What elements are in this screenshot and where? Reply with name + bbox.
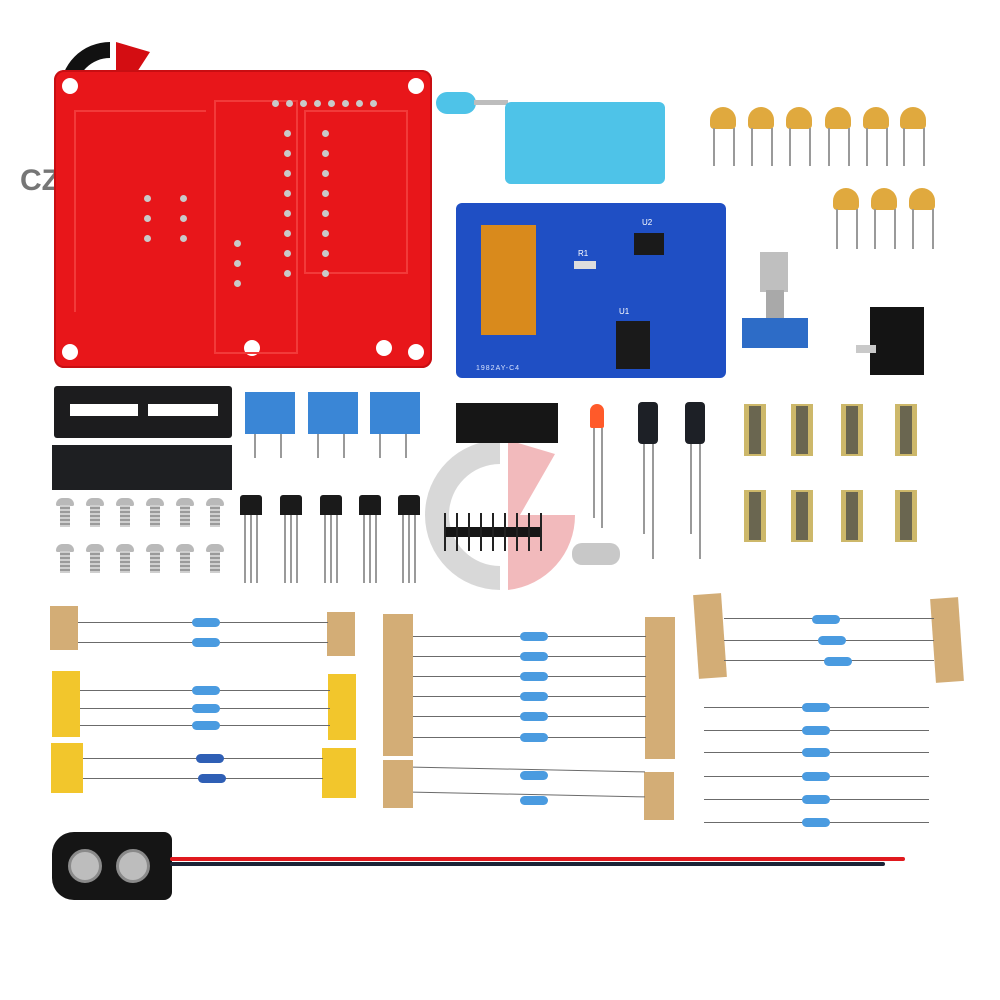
dc-power-jack — [870, 307, 924, 375]
battery-wire-red — [170, 857, 905, 861]
main-pcb — [54, 70, 432, 368]
zif-socket — [505, 102, 665, 184]
crystal-oscillator — [572, 543, 620, 565]
silk-u1: U1 — [619, 307, 630, 316]
battery-clip-9v — [52, 832, 172, 900]
ecap-lead — [699, 444, 701, 559]
silk-r1: R1 — [578, 249, 589, 258]
zif-socket-lever — [436, 92, 476, 114]
ecap-lead — [652, 444, 654, 559]
led-lead — [601, 428, 603, 528]
female-header — [456, 403, 558, 443]
rotary-encoder-base — [742, 318, 808, 348]
ic-u1 — [616, 321, 650, 369]
zif-socket-rod — [474, 100, 508, 105]
regulator-u2 — [634, 233, 664, 255]
battery-wire-black — [170, 862, 885, 866]
dc-jack-terminal — [856, 345, 876, 353]
microcontroller-chip — [52, 445, 232, 490]
male-header-pins — [444, 513, 542, 551]
snap-terminal-negative — [68, 849, 102, 883]
silk-u2: U2 — [642, 218, 653, 227]
electrolytic-capacitor — [685, 402, 705, 444]
rotary-encoder-thread — [766, 290, 784, 318]
lcd-flex-cable — [481, 225, 536, 335]
lcd-module: U2 U1 R1 1982AY-C4 — [456, 203, 726, 378]
ecap-lead — [643, 444, 645, 534]
electrolytic-capacitor — [638, 402, 658, 444]
board-code: 1982AY-C4 — [476, 365, 521, 372]
rotary-encoder-shaft — [760, 252, 788, 292]
led-lead — [593, 428, 595, 518]
resistor-r1 — [574, 261, 596, 269]
ecap-lead — [690, 444, 692, 534]
red-led — [590, 404, 604, 428]
ic-socket-28pin — [54, 386, 232, 438]
snap-terminal-positive — [116, 849, 150, 883]
